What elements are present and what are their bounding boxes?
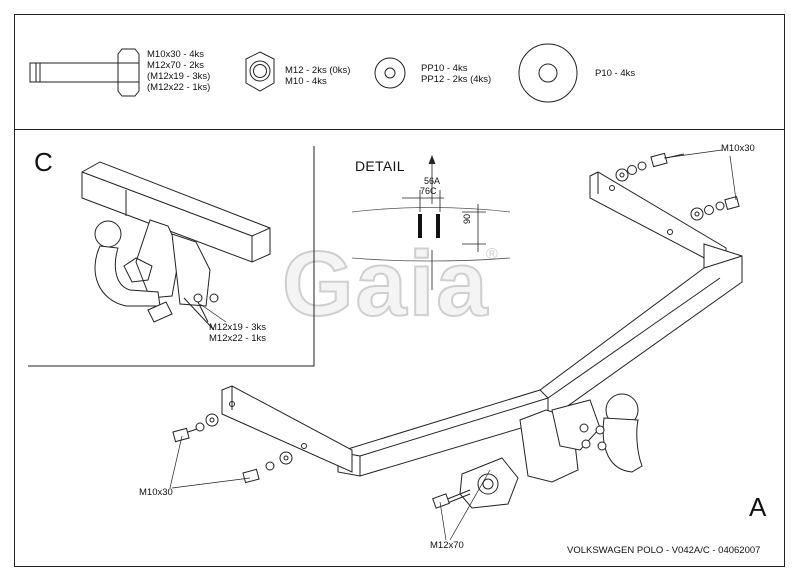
bolt-line: M10x30 - 4ks: [147, 49, 205, 60]
detail-view: [351, 154, 511, 290]
registered-mark: ®: [486, 246, 498, 263]
inset-bracket: [94, 219, 219, 331]
detail-bar-left: [418, 214, 422, 238]
hex-nut-icon: [245, 51, 275, 92]
bolt-line: (M12x22 - 1ks): [147, 82, 211, 93]
drawing-frame: [14, 14, 785, 567]
main-cross-beam: [337, 243, 743, 477]
large-washer-part-list: P10 - 4ks: [595, 68, 635, 79]
inset-bolt-list: M12x19 - 3ks M12x22 - 1ks: [209, 322, 266, 344]
bolt-part-list: M10x30 - 4ks M12x70 - 2ks (M12x19 - 3ks)…: [147, 49, 210, 93]
inset-beam: [81, 161, 271, 263]
leader-lines: [169, 149, 737, 541]
nut-part-list: M12 - 2ks (0ks) M10 - 4ks: [285, 65, 350, 87]
detail-label-a: 56A: [424, 176, 441, 186]
top-right-fasteners: [615, 152, 740, 221]
callout-top-bolts: M10x30: [721, 143, 755, 154]
callout-left-bolts: M10x30: [139, 487, 173, 498]
nut-line: M10 - 4ks: [285, 76, 327, 87]
bottom-bolt: [432, 493, 450, 509]
washer-line: PP10 - 4ks: [421, 63, 468, 74]
inset-bolt-line: M12x22 - 1ks: [209, 333, 267, 344]
nut-line: M12 - 2ks (0ks): [285, 65, 351, 76]
inset-bolt-line: M12x19 - 3ks: [209, 322, 267, 333]
socket-plate: [439, 457, 519, 509]
drawing-footer: VOLKSWAGEN POLO - V042A/C - 04062007: [567, 545, 761, 556]
detail-dimension: 90: [462, 213, 472, 224]
detail-label-c: 76C: [420, 186, 437, 196]
bolt-line: M12x70 - 2ks: [147, 60, 205, 71]
detail-title: DETAIL: [355, 158, 405, 174]
main-letter: A: [749, 492, 767, 522]
towbar-bracket: [519, 393, 643, 483]
hex-bolt-icon: [29, 48, 140, 97]
small-washer-part-list: PP10 - 4ks PP12 - 2ks (4ks): [421, 63, 491, 85]
large-washer-icon: [518, 43, 578, 103]
callout-bottom-bolt: M12x70: [430, 540, 464, 551]
washer-icon: [374, 57, 406, 89]
bolt-line: (M12x19 - 3ks): [147, 71, 211, 82]
detail-bar-right: [436, 214, 440, 238]
gaia-logo: Gaia: [281, 233, 490, 335]
inset-frame: [28, 146, 315, 367]
washer-line: PP12 - 2ks (4ks): [421, 74, 492, 85]
left-side-plate: [221, 385, 353, 473]
left-fasteners: [172, 413, 293, 484]
parts-divider: [14, 129, 785, 130]
inset-letter: C: [34, 147, 53, 177]
washer-line: P10 - 4ks: [595, 68, 636, 79]
